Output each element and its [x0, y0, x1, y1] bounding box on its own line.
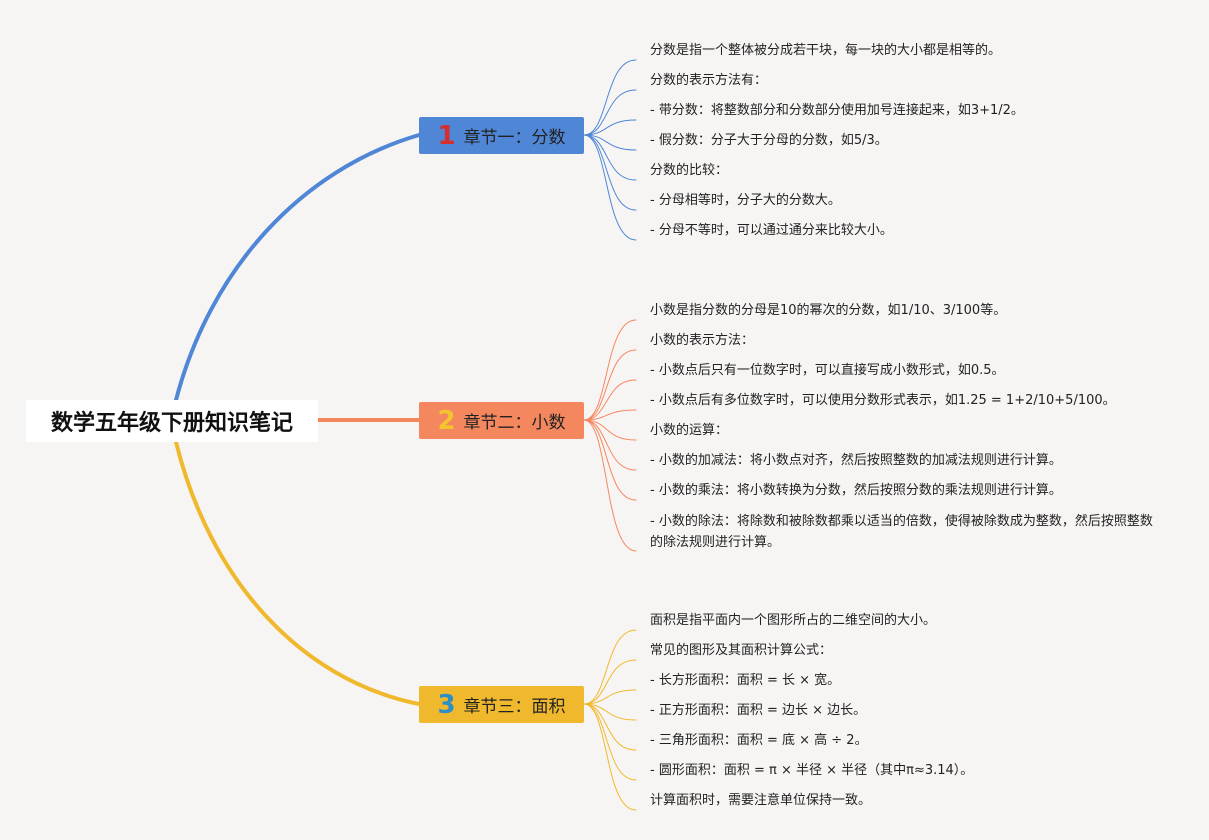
- leaf-item[interactable]: 小数的表示方法：: [650, 333, 755, 348]
- leaf-item[interactable]: 计算面积时，需要注意单位保持一致。: [650, 793, 872, 808]
- leaf-connector: [583, 659, 637, 705]
- leaf-connector: [583, 409, 637, 421]
- trunk-line: [174, 133, 421, 402]
- leaf-connector: [583, 319, 637, 421]
- leaf-connector: [583, 134, 637, 181]
- leaf-item[interactable]: 面积是指平面内一个图形所占的二维空间的大小。: [650, 613, 937, 628]
- leaf-item[interactable]: - 正方形面积：面积 = 边长 × 边长。: [650, 703, 867, 718]
- leaf-connector: [583, 703, 637, 721]
- leaf-item[interactable]: - 长方形面积：面积 = 长 × 宽。: [650, 673, 841, 688]
- leaf-item[interactable]: - 分母不等时，可以通过通分来比较大小。: [650, 223, 893, 238]
- leaf-item[interactable]: 小数的运算：: [650, 423, 729, 438]
- leaf-connector: [583, 379, 637, 421]
- branch-node-area[interactable]: 3 章节三：面积: [419, 686, 584, 723]
- branch-number: 3: [437, 689, 456, 720]
- branch-node-fractions[interactable]: 1 章节一：分数: [419, 117, 584, 154]
- leaf-item[interactable]: - 小数的除法：将除数和被除数都乘以适当的倍数，使得被除数成为整数，然后按照整数…: [650, 514, 1153, 550]
- leaf-connector: [583, 349, 637, 421]
- leaf-connector: [583, 134, 637, 151]
- branch-number: 1: [437, 120, 456, 151]
- leaf-item[interactable]: - 小数的乘法：将小数转换为分数，然后按照分数的乘法规则进行计算。: [650, 483, 1062, 498]
- leaf-connector: [583, 89, 637, 136]
- leaf-connector: [583, 419, 637, 441]
- leaf-item[interactable]: - 小数点后有多位数字时，可以使用分数形式表示，如1.25 = 1+2/10+5…: [650, 393, 1116, 408]
- leaf-connector: [583, 703, 637, 751]
- leaf-item[interactable]: 分数是指一个整体被分成若干块，每一块的大小都是相等的。: [650, 43, 1002, 58]
- leaf-item[interactable]: 常见的图形及其面积计算公式：: [650, 643, 833, 658]
- leaf-item[interactable]: - 圆形面积：面积 = π × 半径 × 半径（其中π≈3.14）。: [650, 763, 974, 778]
- leaf-item[interactable]: - 三角形面积：面积 = 底 × 高 ÷ 2。: [650, 733, 868, 748]
- leaf-connector: [583, 134, 637, 211]
- branch-number: 2: [437, 405, 456, 436]
- leaf-connector: [583, 134, 637, 241]
- leaf-item[interactable]: 小数是指分数的分母是10的幂次的分数，如1/10、3/100等。: [650, 303, 1007, 318]
- leaf-connector: [583, 629, 637, 705]
- branch-node-decimals[interactable]: 2 章节二：小数: [419, 402, 584, 439]
- leaf-item[interactable]: - 带分数：将整数部分和分数部分使用加号连接起来，如3+1/2。: [650, 103, 1024, 118]
- branch-label: 章节二：小数: [463, 413, 566, 433]
- leaf-item[interactable]: - 小数的加减法：将小数点对齐，然后按照整数的加减法规则进行计算。: [650, 453, 1062, 468]
- leaf-connector: [583, 419, 637, 552]
- leaf-item[interactable]: - 分母相等时，分子大的分数大。: [650, 193, 841, 208]
- leaf-item[interactable]: - 小数点后只有一位数字时，可以直接写成小数形式，如0.5。: [650, 363, 1005, 378]
- leaf-item[interactable]: 分数的比较：: [650, 163, 729, 178]
- branch-label: 章节三：面积: [463, 697, 566, 717]
- leaf-connector: [583, 59, 637, 136]
- leaf-item[interactable]: - 假分数：分子大于分母的分数，如5/3。: [650, 133, 888, 148]
- leaf-connector: [583, 419, 637, 471]
- leaf-connector: [583, 689, 637, 705]
- branch-label: 章节一：分数: [463, 128, 566, 148]
- leaf-item[interactable]: 分数的表示方法有：: [650, 73, 768, 88]
- root-node[interactable]: 数学五年级下册知识笔记: [26, 400, 318, 442]
- leaf-connector: [583, 419, 637, 501]
- leaf-connector: [583, 703, 637, 811]
- leaf-connector: [583, 703, 637, 781]
- trunk-line: [174, 440, 421, 706]
- leaf-connector: [583, 119, 637, 136]
- root-title: 数学五年级下册知识笔记: [50, 411, 293, 436]
